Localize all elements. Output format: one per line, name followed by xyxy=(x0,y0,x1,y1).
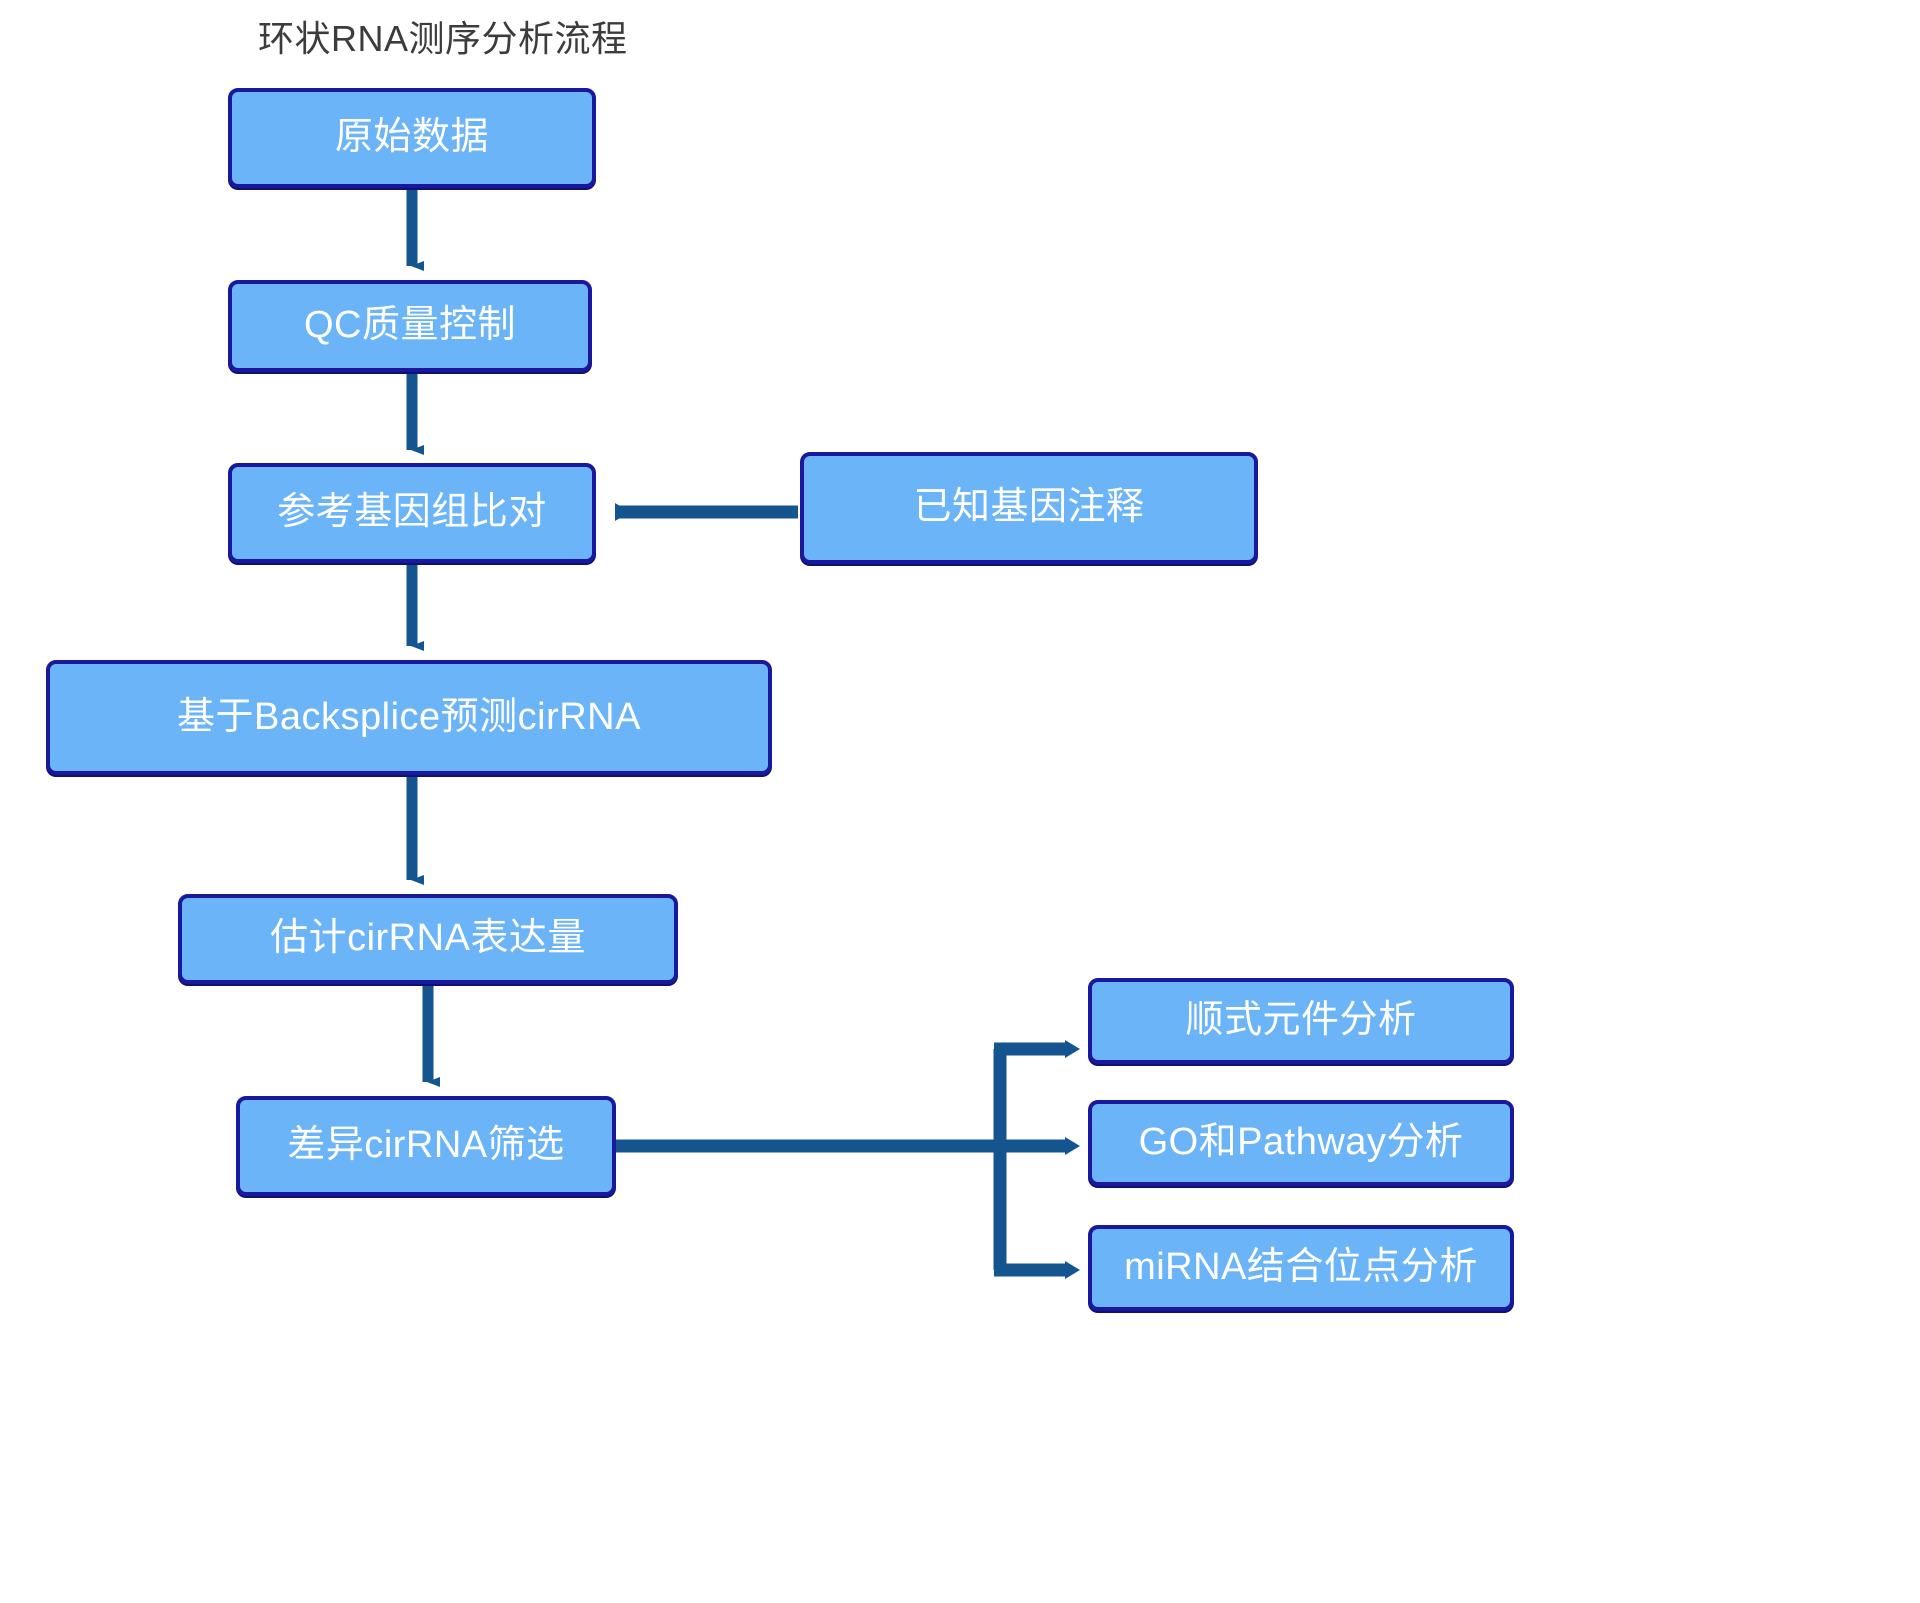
node-raw-data[interactable]: 原始数据 xyxy=(228,88,596,188)
node-go-pathway-analysis[interactable]: GO和Pathway分析 xyxy=(1088,1100,1514,1186)
node-known-gene-annotation[interactable]: 已知基因注释 xyxy=(800,452,1258,564)
edge-diff-trunk xyxy=(616,1049,1007,1270)
node-reference-genome-alignment[interactable]: 参考基因组比对 xyxy=(228,463,596,563)
node-cis-element-analysis[interactable]: 顺式元件分析 xyxy=(1088,978,1514,1064)
node-expression-estimation[interactable]: 估计cirRNA表达量 xyxy=(178,894,678,984)
node-mirna-binding-site-analysis[interactable]: miRNA结合位点分析 xyxy=(1088,1225,1514,1311)
node-qc[interactable]: QC质量控制 xyxy=(228,280,592,372)
page-title: 环状RNA测序分析流程 xyxy=(258,18,628,59)
node-differential-screening[interactable]: 差异cirRNA筛选 xyxy=(236,1096,616,1196)
node-backsplice-prediction[interactable]: 基于Backsplice预测cirRNA xyxy=(46,660,772,775)
